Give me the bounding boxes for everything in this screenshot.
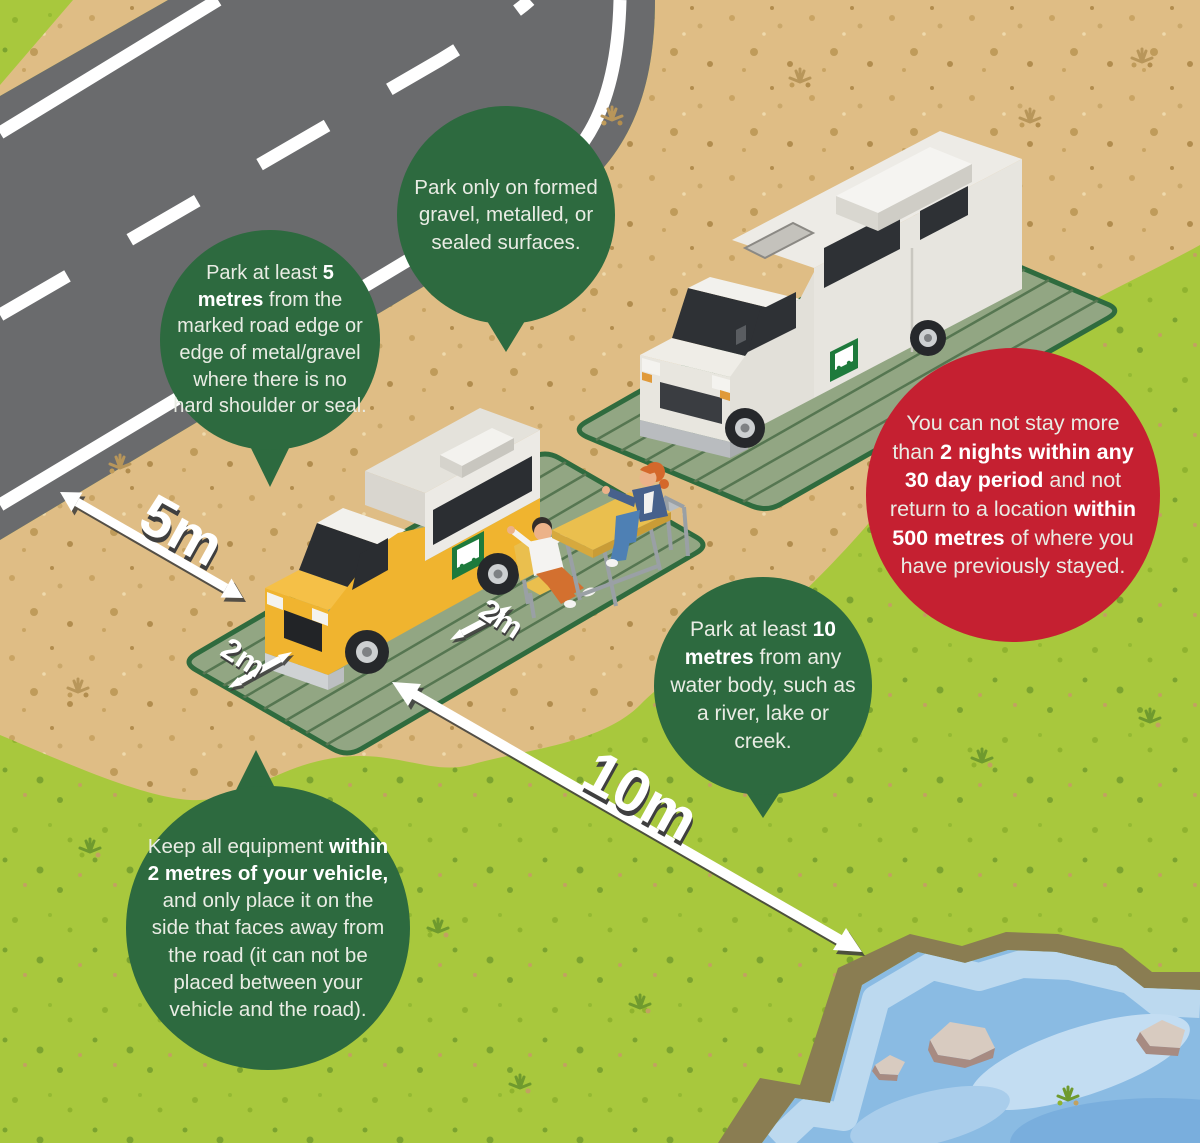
surfaces-bubble-tail xyxy=(484,316,528,352)
camper-window xyxy=(433,456,532,545)
cab-door-window xyxy=(748,292,796,352)
motorhome-door-window xyxy=(920,186,968,240)
rock-base xyxy=(872,1065,898,1081)
motorhome xyxy=(640,131,1022,458)
wheel-hub-center xyxy=(924,334,932,342)
chair-back xyxy=(514,539,534,581)
two-metre-arrow-right xyxy=(450,606,514,643)
campervan-icon xyxy=(835,345,853,370)
wheel-hub-center xyxy=(362,647,372,657)
shirt xyxy=(644,491,654,514)
roof-box-top xyxy=(836,147,972,213)
cab-door-window xyxy=(352,538,388,590)
bubble-park-surfaces: Park only on formed gravel, metalled, or… xyxy=(397,106,615,324)
headlight xyxy=(712,375,730,393)
head xyxy=(639,469,657,487)
side-mirror xyxy=(736,325,746,345)
equipment-bubble-tail xyxy=(234,750,278,794)
rock-base xyxy=(928,1040,995,1068)
bumper-corner xyxy=(328,667,344,690)
chair-frame xyxy=(663,495,690,557)
indicator-light xyxy=(642,372,652,383)
fringe xyxy=(640,465,656,474)
cab-roof xyxy=(317,508,406,545)
roof-box-side xyxy=(878,164,972,231)
bubble-equipment-distance: Keep all equipment within 2 metres of yo… xyxy=(126,786,410,1070)
bubble-road-setback-text: Park at least 5 metres from the marked r… xyxy=(173,262,367,418)
river-bank xyxy=(718,932,1200,1143)
cab-roof xyxy=(688,277,800,310)
icon-wheel xyxy=(846,360,852,366)
campervan-icon xyxy=(457,539,479,568)
icon-wheel xyxy=(836,365,842,371)
shirt xyxy=(528,536,564,576)
front-bumper xyxy=(640,420,730,458)
road-edge-line-far xyxy=(0,0,222,139)
rock-base xyxy=(1136,1032,1180,1056)
deep-water-shade xyxy=(1010,1098,1200,1143)
headlight xyxy=(267,592,283,610)
woman-camper xyxy=(602,462,669,567)
grille xyxy=(660,382,722,424)
arrow-body xyxy=(228,652,292,688)
rock xyxy=(930,1022,995,1060)
bonnet xyxy=(640,338,762,377)
roof-hatch xyxy=(742,221,816,260)
bubble-park-surfaces-text: Park only on formed gravel, metalled, or… xyxy=(414,176,598,254)
wheel-hub-center xyxy=(493,569,503,579)
trousers-leg xyxy=(548,580,576,604)
road-setback-bubble-tail xyxy=(248,442,292,487)
bubble-equipment-distance-text: Keep all equipment within 2 metres of yo… xyxy=(147,834,389,1022)
roof-box-front xyxy=(836,196,878,231)
shoe xyxy=(606,559,618,567)
bubble-stay-limit-text: You can not stay more than 2 nights with… xyxy=(889,411,1137,579)
bubble-water-setback-text: Park at least 10 metres from any water b… xyxy=(670,618,856,753)
water-detail xyxy=(766,950,1200,1143)
roof-vent-top xyxy=(440,428,514,466)
river-rocks xyxy=(872,1020,1185,1081)
roof-vent-side xyxy=(462,438,514,478)
roof-vent-front xyxy=(440,455,462,478)
table-edge xyxy=(552,530,593,558)
indicator-light xyxy=(720,390,730,401)
road-centre-dashed-line xyxy=(0,0,535,321)
shallow-water-band xyxy=(766,950,1200,1143)
shoe xyxy=(564,600,576,608)
jeans-leg xyxy=(610,540,630,562)
arrow-body xyxy=(450,606,512,640)
rock xyxy=(875,1055,905,1075)
headlight xyxy=(642,358,660,376)
head xyxy=(534,523,552,541)
arm xyxy=(608,488,636,507)
icon-wheel xyxy=(471,557,477,563)
hand xyxy=(507,526,515,534)
headlight xyxy=(312,608,328,626)
camper-front xyxy=(365,471,425,527)
motorhome-side xyxy=(814,159,1022,398)
river xyxy=(718,932,1200,1143)
wheel-hub-center xyxy=(740,423,750,433)
hand xyxy=(602,486,610,494)
man-camper xyxy=(507,517,596,608)
arrow-body xyxy=(60,492,243,598)
wave-highlight xyxy=(850,1085,1010,1143)
grille xyxy=(284,610,322,652)
jeans xyxy=(614,510,640,546)
bubble-water-setback: Park at least 10 metres from any water b… xyxy=(654,577,872,795)
wave-highlight xyxy=(970,1013,1190,1111)
ponytail xyxy=(659,479,669,489)
rock xyxy=(1140,1020,1185,1048)
picnic-scene xyxy=(507,462,690,619)
ten-metre-arrow xyxy=(392,682,865,956)
arrow-body xyxy=(392,682,862,952)
five-metre-arrow xyxy=(60,492,246,602)
two-metre-arrow-left xyxy=(228,652,294,691)
bubble-stay-limit: You can not stay more than 2 nights with… xyxy=(866,348,1160,642)
bubble-road-setback: Park at least 5 metres from the marked r… xyxy=(160,230,380,450)
icon-wheel xyxy=(459,563,465,569)
